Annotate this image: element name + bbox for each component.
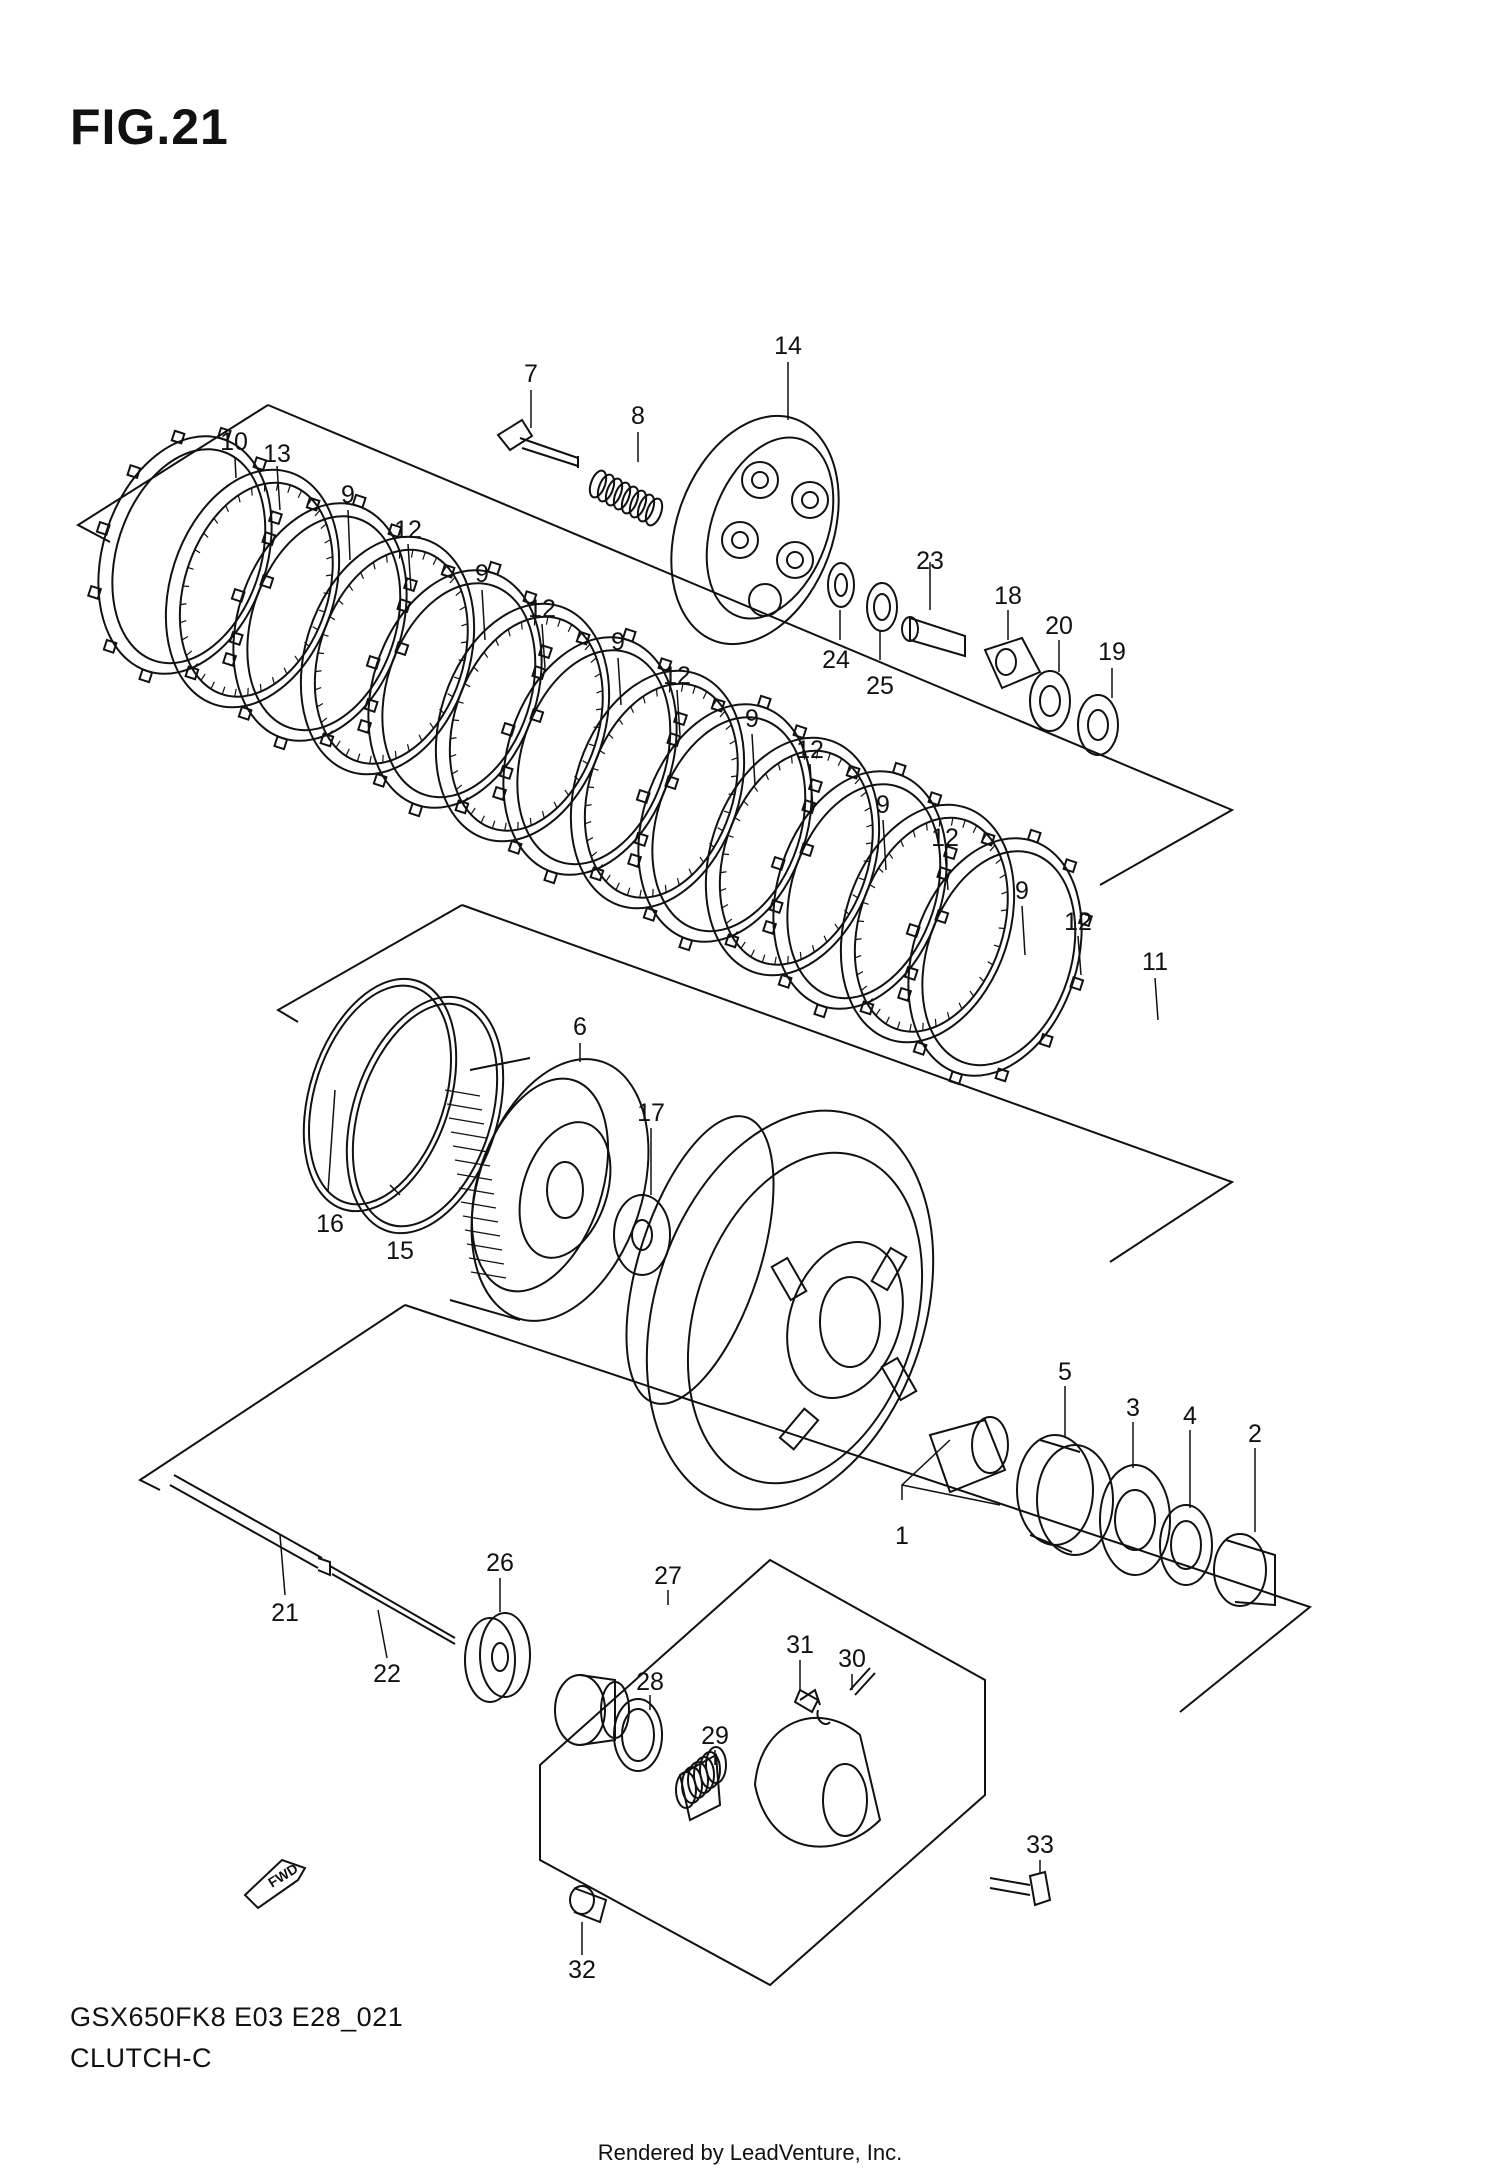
callout-5: 5 <box>1058 1358 1072 1386</box>
bolt-part-7 <box>496 418 579 468</box>
callout-10: 10 <box>220 428 248 456</box>
pressure-plate-part-14 <box>670 414 840 646</box>
callout-29: 29 <box>701 1722 729 1750</box>
needle-bearing-part-5 <box>1016 1434 1114 1556</box>
hub-group-outline <box>276 904 463 1023</box>
callout-6: 6 <box>573 1013 587 1041</box>
callout-33: 33 <box>1026 1831 1054 1859</box>
callout-23: 23 <box>916 547 944 575</box>
spring-rings-parts-15-16 <box>302 977 505 1235</box>
steel-plate <box>839 803 1016 1044</box>
callout-18: 18 <box>994 582 1022 610</box>
washer-part-20 <box>1029 670 1071 732</box>
callout-30: 30 <box>838 1645 866 1673</box>
spacer-washer-parts-2-3-4 <box>1099 1464 1276 1607</box>
clutch-hub-part-6 <box>444 1057 650 1322</box>
push-rod-end-part-18 <box>983 636 1042 690</box>
clutch-plate-stack <box>86 426 1094 1086</box>
group-name: CLUTCH-C <box>70 2043 212 2073</box>
friction-plate <box>761 761 959 1019</box>
figure-title: FIG.21 <box>70 99 229 155</box>
callout-13: 13 <box>263 440 291 468</box>
release-cylinder-part-27 <box>554 1667 882 1848</box>
callout-12: 12 <box>663 662 691 690</box>
callout-24: 24 <box>822 646 850 674</box>
cylinder-body <box>753 1717 882 1848</box>
spring-part-29 <box>678 1753 722 1822</box>
bleeder-part-30 <box>849 1667 876 1696</box>
callout-20: 20 <box>1045 612 1073 640</box>
callout-12: 12 <box>528 595 556 623</box>
callout-22: 22 <box>373 1660 401 1688</box>
friction-plate <box>491 627 689 885</box>
bolt-part-33 <box>989 1870 1052 1907</box>
callout-9: 9 <box>611 628 625 656</box>
callout-28: 28 <box>636 1668 664 1696</box>
callout-17: 17 <box>637 1099 665 1127</box>
bearing-part-25 <box>866 582 898 632</box>
callout-19: 19 <box>1098 638 1126 666</box>
callout-8: 8 <box>631 402 645 430</box>
callout-leader-lines <box>234 362 1256 1955</box>
callout-2: 2 <box>1248 1420 1262 1448</box>
plate-stack-group-outline <box>76 404 269 543</box>
forward-direction-marker: FWD <box>243 1858 307 1910</box>
release-cylinder-group-outline <box>539 1558 986 1987</box>
callout-12: 12 <box>394 516 422 544</box>
washer-part-17 <box>613 1194 671 1276</box>
hub-group-outline-right <box>461 904 1235 1263</box>
callout-26: 26 <box>486 1549 514 1577</box>
spring-part-8 <box>588 469 664 527</box>
friction-plate <box>356 560 554 818</box>
basket-group-outline <box>138 1304 406 1491</box>
callout-7: 7 <box>524 360 538 388</box>
model-code: GSX650FK8 E03 E28_021 <box>70 2002 404 2032</box>
plate-stack-group-outline-right <box>267 404 1235 886</box>
callout-3: 3 <box>1126 1394 1140 1422</box>
basket-group-outline-right <box>404 1304 1313 1713</box>
callout-9: 9 <box>341 481 355 509</box>
callout-21: 21 <box>271 1599 299 1627</box>
friction-plate <box>626 694 824 952</box>
friction-plate <box>896 828 1094 1086</box>
piston-part-28a <box>554 1674 606 1746</box>
friction-plate <box>86 426 284 684</box>
dowel-part-32 <box>569 1885 608 1924</box>
washer-part-19 <box>1077 694 1119 756</box>
callout-31: 31 <box>786 1631 814 1659</box>
cap-part-31 <box>793 1688 820 1714</box>
render-credit: Rendered by LeadVenture, Inc. <box>597 2140 903 2165</box>
callout-9: 9 <box>475 560 489 588</box>
callout-32: 32 <box>568 1956 596 1984</box>
push-rods-parts-21-22 <box>169 1474 456 1645</box>
friction-plate <box>221 493 419 751</box>
callout-9: 9 <box>876 791 890 819</box>
callout-12: 12 <box>796 736 824 764</box>
callout-1: 1 <box>895 1522 909 1550</box>
callout-12: 12 <box>931 824 959 852</box>
callout-11: 11 <box>1142 948 1168 976</box>
callout-25: 25 <box>866 672 894 700</box>
callout-9: 9 <box>745 705 759 733</box>
callout-4: 4 <box>1183 1402 1197 1430</box>
push-piece-part-23 <box>909 616 966 658</box>
washer-part-24 <box>827 562 855 608</box>
seal-part-28 <box>613 1698 663 1772</box>
oil-seal-part-26 <box>464 1612 531 1703</box>
callout-12: 12 <box>1064 908 1092 936</box>
callout-14: 14 <box>774 332 802 360</box>
callout-9: 9 <box>1015 877 1029 905</box>
callout-15: 15 <box>386 1237 414 1265</box>
clutch-basket-part-1 <box>625 1109 1009 1511</box>
callout-27: 27 <box>654 1562 682 1590</box>
washer-bearing-parts <box>827 562 1119 756</box>
callout-16: 16 <box>316 1210 344 1238</box>
